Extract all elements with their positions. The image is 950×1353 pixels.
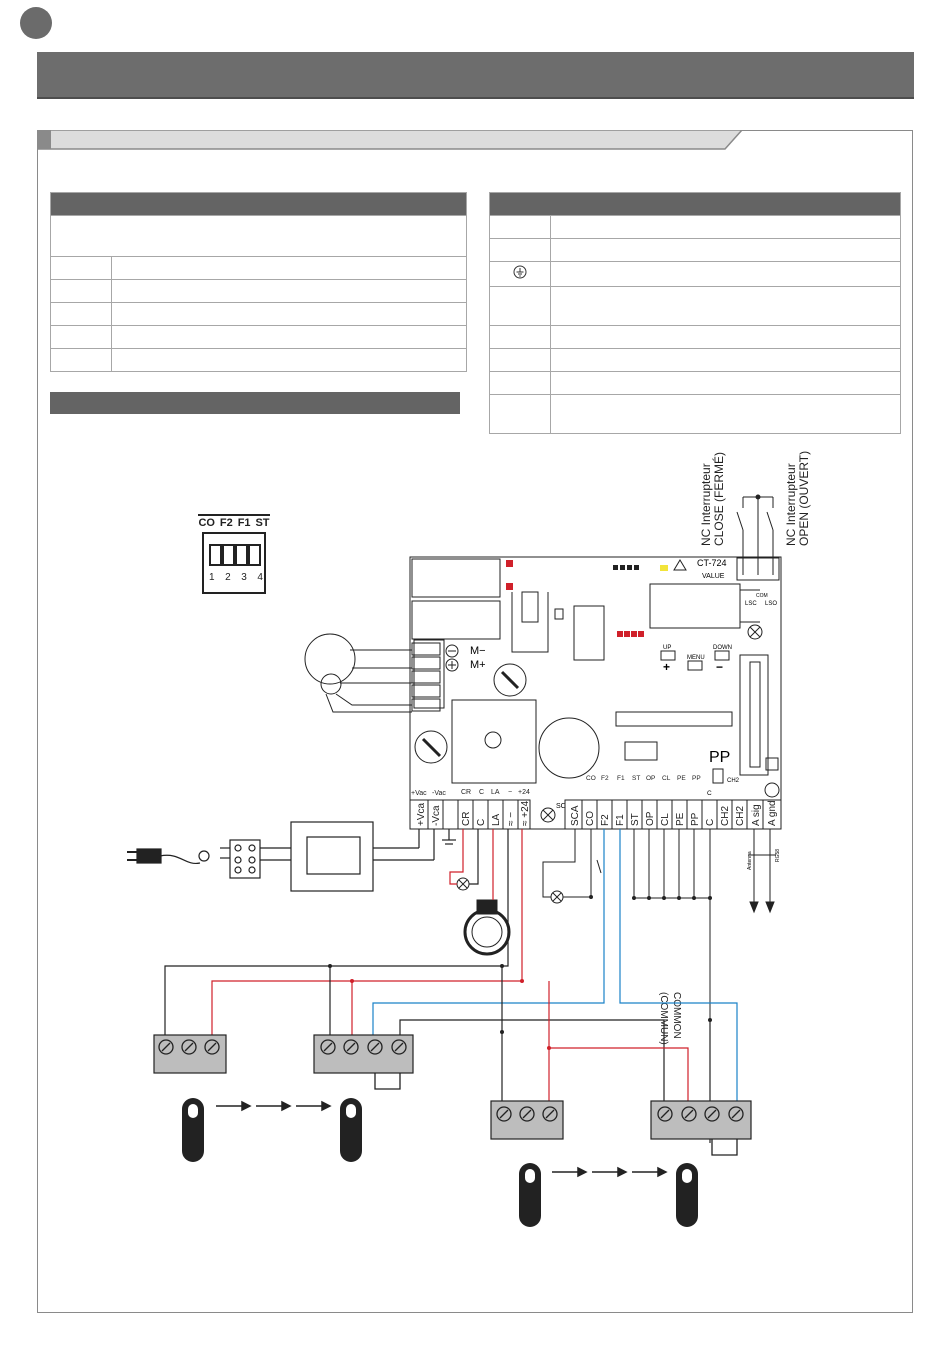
term-label: ≈ +24 bbox=[520, 800, 531, 826]
pp-label: PP bbox=[709, 749, 730, 766]
term-label: PE bbox=[675, 812, 686, 826]
antenna-cable-label: RG58 bbox=[775, 849, 781, 862]
page-marker-dot bbox=[20, 7, 52, 39]
dip-number: 1 bbox=[209, 572, 215, 583]
ground-icon bbox=[513, 265, 527, 278]
term-label: PP bbox=[690, 812, 701, 826]
term-label: CL bbox=[662, 775, 671, 782]
term-label: OP bbox=[645, 811, 656, 826]
term-label: C bbox=[705, 819, 716, 826]
term-label: CO bbox=[585, 811, 596, 826]
down-button-label: DOWN bbox=[713, 645, 732, 651]
dip-label: ST bbox=[255, 517, 270, 529]
term-label: F1 bbox=[617, 775, 625, 782]
term-label: CR bbox=[461, 789, 471, 796]
dip-toggle[interactable] bbox=[222, 544, 235, 566]
dip-number: 3 bbox=[241, 572, 247, 583]
term-label: -Vca bbox=[431, 805, 442, 826]
title-bar bbox=[37, 52, 914, 99]
term-label: CH2 bbox=[735, 806, 746, 826]
term-label: CL bbox=[660, 813, 671, 826]
terminal-table-right bbox=[489, 192, 901, 434]
dip-number: 2 bbox=[225, 572, 231, 583]
term-label: SCA bbox=[570, 805, 581, 826]
section-tab bbox=[37, 130, 744, 150]
motor-minus-label: M− bbox=[470, 645, 486, 657]
term-label: F1 bbox=[615, 814, 626, 826]
term-label: CR bbox=[461, 812, 472, 826]
terminal-table-left bbox=[50, 192, 467, 372]
term-label: LA bbox=[491, 789, 500, 796]
term-label: CO bbox=[586, 775, 596, 782]
plus-sign: + bbox=[663, 660, 670, 674]
lsc-label: LSC bbox=[745, 601, 757, 607]
dip-label: F2 bbox=[219, 517, 233, 529]
term-label: A sig bbox=[751, 804, 762, 826]
ch2-label: CH2 bbox=[727, 778, 740, 784]
menu-button-label: MENU bbox=[687, 655, 705, 661]
term-label: CH2 bbox=[720, 806, 731, 826]
com-label: COM bbox=[756, 593, 768, 599]
dip-toggle[interactable] bbox=[209, 544, 222, 566]
antenna-shield-label: Antenna bbox=[747, 851, 753, 870]
term-label: A gnd bbox=[767, 800, 778, 826]
term-label: OP bbox=[646, 775, 655, 782]
term-label: +24 bbox=[518, 789, 530, 796]
term-label: C bbox=[707, 790, 712, 797]
dip-switch-block: CO F2 F1 ST 1 2 3 4 bbox=[196, 514, 272, 598]
board-model: CT-724 bbox=[697, 558, 727, 568]
term-label: +Vac bbox=[411, 790, 427, 797]
term-label: F2 bbox=[600, 814, 611, 826]
motor-plus-label: M+ bbox=[470, 659, 486, 671]
dip-number: 4 bbox=[257, 572, 263, 583]
term-label: ≈ − bbox=[506, 812, 517, 826]
board-variant: VALUE bbox=[702, 573, 725, 580]
up-button-label: UP bbox=[663, 645, 671, 651]
dip-label: F1 bbox=[237, 517, 251, 529]
term-label: +Vca bbox=[416, 802, 427, 826]
section-header-bar bbox=[50, 392, 460, 414]
dip-toggle[interactable] bbox=[248, 544, 261, 566]
term-label: C bbox=[479, 789, 484, 796]
term-label: ST bbox=[630, 813, 641, 826]
term-label: PE bbox=[677, 775, 686, 782]
sca-label: SCA bbox=[556, 803, 571, 810]
dip-label: CO bbox=[198, 517, 215, 529]
term-label: F2 bbox=[601, 775, 609, 782]
term-label: C bbox=[476, 819, 487, 826]
lso-label: LSO bbox=[765, 601, 777, 607]
dip-toggle[interactable] bbox=[235, 544, 248, 566]
minus-sign: − bbox=[716, 660, 723, 674]
term-label: PP bbox=[692, 775, 701, 782]
term-label: ST bbox=[632, 775, 640, 782]
term-label: − bbox=[508, 789, 512, 796]
term-label: LA bbox=[491, 813, 502, 826]
term-label: -Vac bbox=[432, 790, 446, 797]
